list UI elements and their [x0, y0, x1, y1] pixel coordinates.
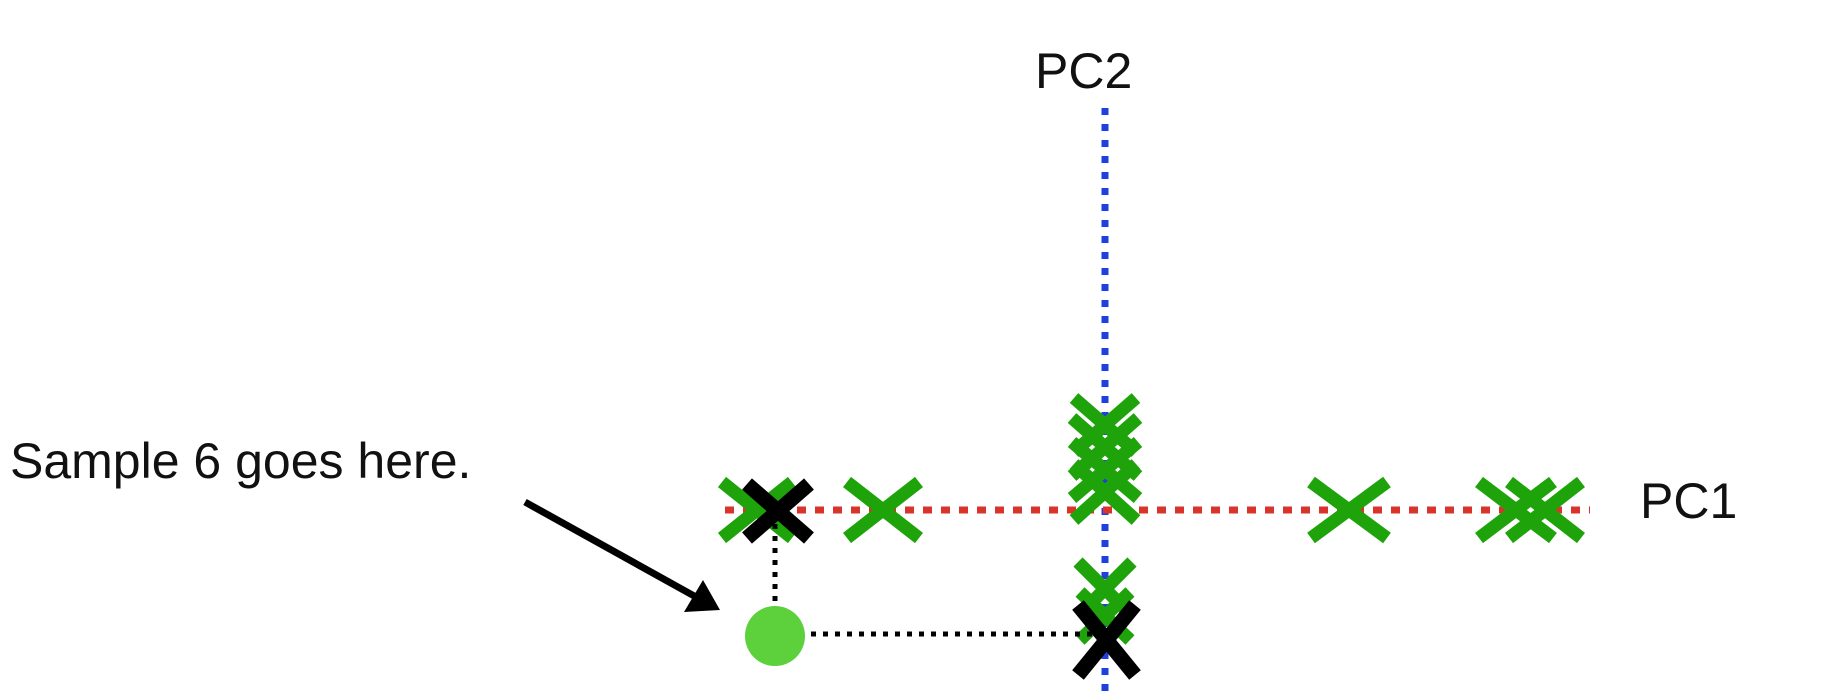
cross-x-icon	[843, 476, 923, 544]
annotation-arrow	[523, 498, 720, 612]
sample-6-note: Sample 6 goes here.	[10, 433, 471, 489]
projection-guide-lines	[772, 512, 1105, 637]
pc2-label: PC2	[1035, 43, 1132, 99]
pc1-projection-markers	[717, 476, 1585, 544]
highlighted-markers	[742, 478, 1141, 680]
arrow-head	[684, 580, 720, 612]
pc1-label: PC1	[1640, 473, 1737, 529]
cross-x-icon	[1069, 459, 1141, 525]
cross-x-icon	[1072, 600, 1141, 680]
arrow-icon	[523, 498, 698, 601]
sample-6-point	[745, 606, 805, 666]
pc2-projection-markers	[1067, 393, 1143, 645]
cross-x-icon	[717, 476, 797, 544]
cross-x-icon	[1067, 437, 1143, 503]
cross-x-icon	[1307, 476, 1391, 544]
cross-x-icon	[1069, 393, 1141, 457]
cross-x-icon	[742, 478, 814, 544]
cross-x-icon	[1505, 476, 1585, 544]
cross-x-icon	[1475, 476, 1557, 544]
